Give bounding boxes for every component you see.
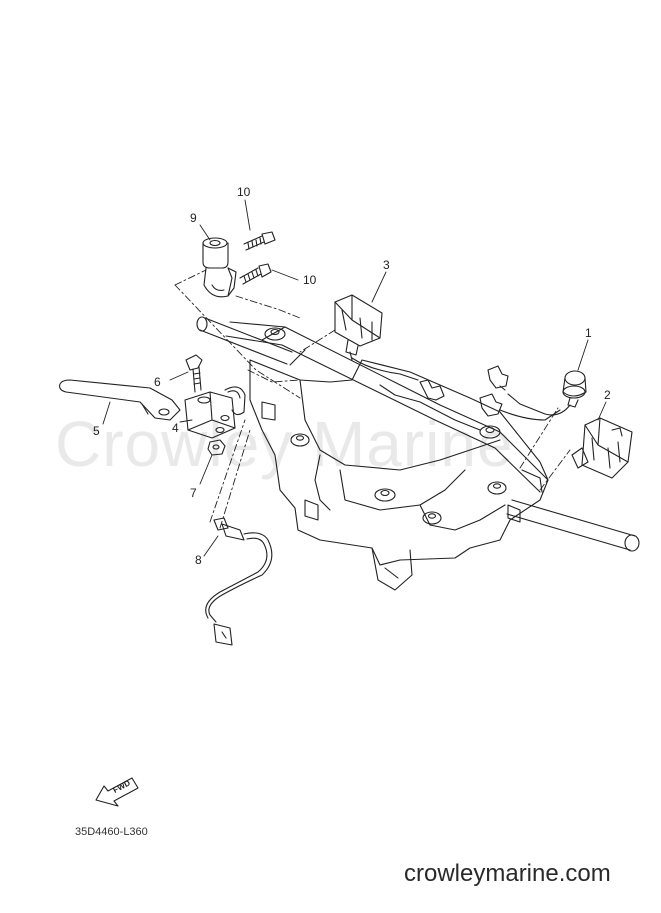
- part-7-nut: [207, 439, 226, 456]
- callout-2: 2: [604, 388, 611, 402]
- callout-9: 9: [190, 211, 197, 225]
- part-5-lever: [59, 379, 181, 421]
- callout-3: 3: [383, 258, 390, 272]
- callout-10-lower: 10: [303, 273, 317, 287]
- callout-7: 7: [190, 486, 197, 500]
- callout-6: 6: [154, 375, 161, 389]
- part-1-wire: [507, 393, 571, 416]
- part-1-connector-b: [479, 393, 503, 417]
- part-10-bolt-lower: [239, 263, 272, 285]
- callout-10-upper: 10: [237, 185, 251, 199]
- fwd-arrow-icon: [95, 777, 139, 807]
- part-10-bolt-upper: [243, 231, 276, 251]
- site-link[interactable]: crowleymarine.com: [404, 860, 611, 887]
- part-8-switch: [205, 517, 273, 646]
- callout-4: 4: [172, 421, 179, 435]
- part-2-bracket: [571, 417, 633, 479]
- leader-lines: [174, 269, 571, 529]
- callout-8: 8: [195, 553, 202, 567]
- part-6-bolt: [185, 354, 203, 393]
- drawing-code: 35D4460-L360: [75, 826, 148, 838]
- part-3-connector: [419, 379, 445, 401]
- callout-leaders: [102, 199, 607, 557]
- part-3-bracket: [334, 294, 383, 361]
- part-1-wire-c: [499, 409, 561, 421]
- part-4-holder: [184, 386, 246, 439]
- watermark: Crowley Marine: [55, 408, 514, 480]
- part-3-wire: [351, 357, 419, 381]
- callout-1: 1: [585, 326, 592, 340]
- handlebar-frame: [196, 316, 640, 591]
- part-9-clamp: [202, 237, 237, 298]
- part-1-connector: [487, 365, 509, 389]
- callout-5: 5: [93, 424, 100, 438]
- part-1-switch: [562, 370, 587, 408]
